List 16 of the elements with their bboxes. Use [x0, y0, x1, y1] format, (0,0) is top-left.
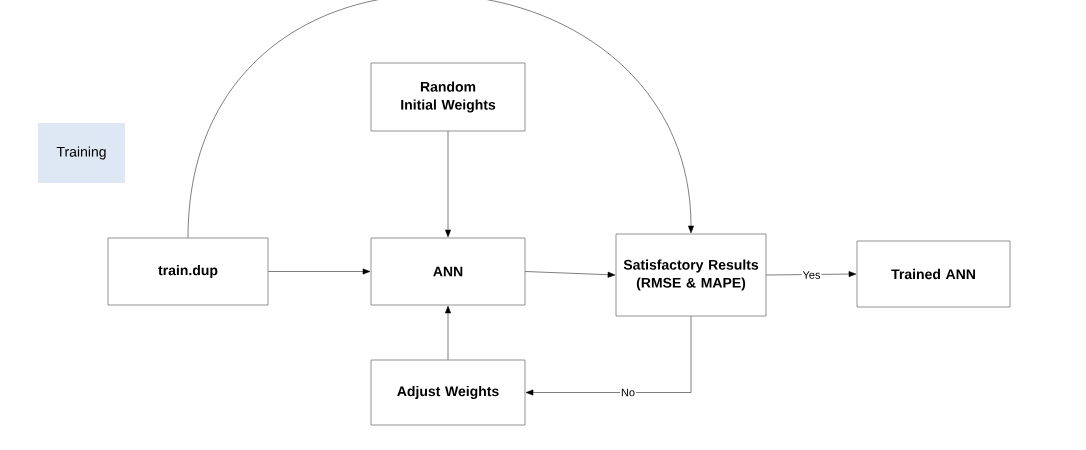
arrow [187, 0, 694, 238]
arrow [525, 271, 616, 278]
edge-label: No [620, 387, 637, 398]
process-box: Random Initial Weights [370, 62, 526, 132]
arrow [445, 131, 451, 238]
process-box: ANN [370, 237, 526, 306]
process-box: Satisfactory Results (RMSE & MAPE) [615, 233, 767, 317]
edge-label: Yes [801, 270, 822, 280]
arrow [268, 268, 371, 275]
label-box: Training [38, 123, 125, 183]
arrow [525, 316, 692, 396]
arrow [445, 305, 451, 360]
process-box: Trained ANN [856, 240, 1011, 308]
arrow [766, 271, 857, 278]
process-box: train.dup [107, 237, 269, 306]
process-box: Adjust Weights [370, 359, 526, 426]
